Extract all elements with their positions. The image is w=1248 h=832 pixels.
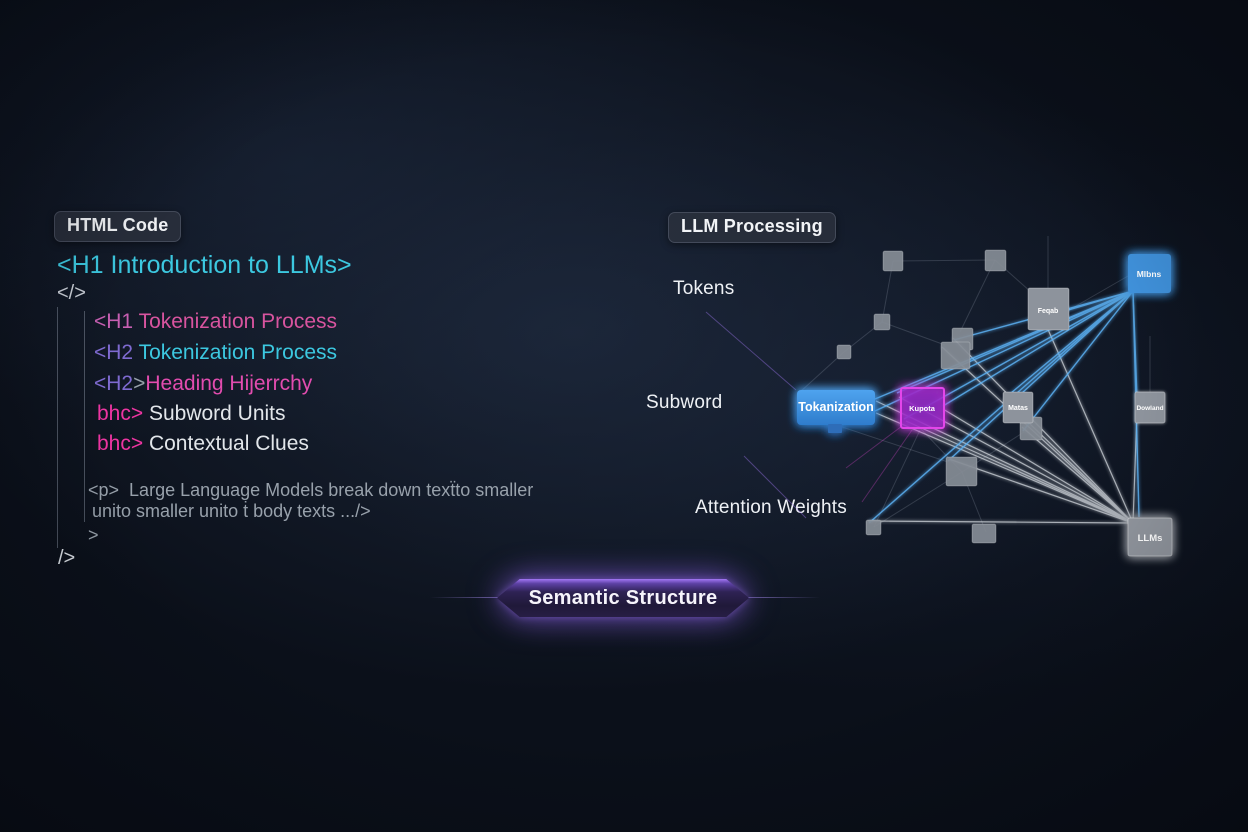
html-code-badge-label: HTML Code (67, 215, 169, 235)
code-text: Tokenization Process (133, 310, 337, 333)
white-beam-fan (867, 308, 1138, 524)
dowland-node-label: Dowland (1136, 405, 1163, 412)
tag-token: bhc> (97, 432, 144, 455)
grid-node (984, 249, 1007, 272)
grid-node (836, 344, 852, 360)
bracket-token: > (133, 372, 146, 395)
network-graph: Feqab Matas Dowland LLMs Mlbns Tokanizat… (705, 236, 1173, 557)
grid-node (945, 456, 978, 487)
code-line-subword-units: bhc> Subword Units (97, 402, 286, 426)
subword-label: Subword (646, 392, 723, 413)
indent-guide-line (84, 311, 85, 522)
code-line-paragraph-2: unito smaller unito ṫ body texts .../> (92, 501, 371, 521)
mlbns-node-label: Mlbns (1137, 269, 1162, 279)
indent-guide-line (57, 307, 58, 548)
mlbns-node (1128, 254, 1171, 293)
code-text: Large Language Models break down texẗto … (119, 480, 534, 500)
purple-accent-lines (705, 311, 807, 519)
grid-node (971, 523, 997, 544)
code-line-h1-tokenization: <H1 Tokenization Process (94, 310, 337, 334)
llm-processing-badge: LLM Processing (668, 212, 836, 243)
embedding-node (900, 387, 945, 429)
semantic-structure-banner: Semantic Structure (497, 579, 749, 617)
code-text: Subword Units (143, 402, 286, 425)
grid-node (865, 519, 882, 536)
tokenization-node (797, 390, 875, 433)
code-text: Tokenization Process (133, 341, 337, 364)
grid-node (882, 250, 904, 272)
code-line-contextual-clues: bhc> Contextual Clues (97, 432, 309, 456)
code-line-close-tag: </> (57, 282, 86, 304)
tag-token: <H2 (94, 372, 134, 395)
grid-node (940, 341, 971, 370)
feqab-node-label: Feqab (1038, 308, 1059, 315)
code-text: Contextual Clues (143, 432, 309, 455)
matas-node-label: Matas (1008, 405, 1028, 412)
code-line-heading-hierarchy: <H2>Heading Hijerrchy (94, 372, 312, 396)
feqab-node (1027, 287, 1070, 331)
labeled-gray-nodes: Feqab Matas Dowland LLMs (1002, 287, 1173, 557)
mesh-edges (799, 236, 1151, 533)
code-line-h2-tokenization: <H2 Tokenization Process (94, 341, 337, 365)
tag-token: <H1 (94, 310, 134, 333)
grid-nodes (836, 249, 1043, 544)
embedding-node-label: Kupota (909, 404, 936, 413)
attention-weights-label: Attention Weights (695, 497, 847, 518)
llms-node (1127, 517, 1173, 557)
llms-node-label: LLMs (1138, 533, 1163, 544)
code-line-self-close: /> (58, 547, 76, 569)
tag-token: <p> (88, 480, 120, 500)
dowland-node (1134, 391, 1166, 424)
matas-node (1002, 391, 1034, 424)
code-line-gt: > (88, 525, 99, 545)
tag-token: <H2 (94, 341, 134, 364)
banner-label: Semantic Structure (528, 586, 718, 609)
code-line-paragraph-1: <p> Large Language Models break down tex… (88, 480, 533, 501)
tokens-label: Tokens (673, 278, 735, 299)
code-line-h1-intro: <H1 Introduction to LLMs> (57, 251, 352, 279)
html-code-badge: HTML Code (54, 211, 182, 242)
code-text: Heading Hijerrchy (145, 372, 313, 395)
banner-hexagon: Semantic Structure (497, 579, 749, 617)
tag-token: bhc> (97, 402, 144, 425)
tokenization-node-label: Tokanization (798, 400, 873, 414)
magenta-accent-lines (845, 425, 913, 503)
grid-node (873, 313, 891, 331)
llm-processing-badge-label: LLM Processing (681, 216, 823, 236)
